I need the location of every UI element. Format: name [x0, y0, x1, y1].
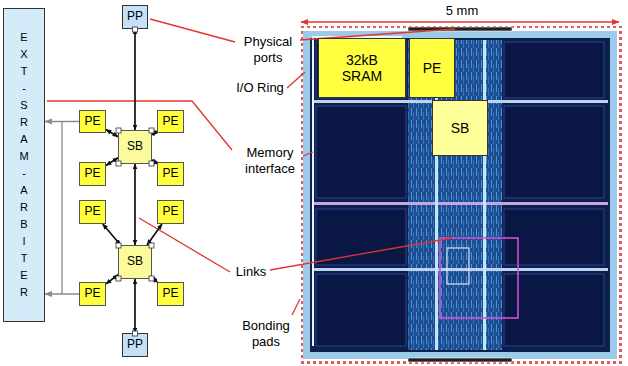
- physical-port: [408, 358, 512, 362]
- box-label: PE: [84, 115, 100, 129]
- router-ports: [116, 27, 154, 336]
- network-link: [134, 29, 136, 130]
- pe-box: PE: [79, 110, 106, 133]
- channel-band: [312, 268, 608, 271]
- switch-block: SB: [432, 100, 488, 156]
- callout-label: Links: [232, 264, 270, 280]
- dimension-arrow: [301, 21, 619, 23]
- switch-core: [447, 248, 469, 284]
- pe-block: PE: [409, 38, 455, 98]
- link-wire: [483, 40, 486, 350]
- arbiter-box: EXT-SRAM-ARBITER: [3, 8, 45, 322]
- pe-box: PE: [157, 110, 184, 133]
- network-link: [134, 164, 136, 245]
- box-label: SB: [127, 255, 143, 269]
- physical-port-box: PP: [122, 5, 148, 29]
- box-label: SB: [451, 120, 470, 136]
- pe-box: PE: [79, 282, 106, 306]
- die: [298, 26, 622, 364]
- pe-box: PE: [157, 200, 184, 224]
- switch-box: SB: [118, 130, 152, 164]
- callout-label: I/O Ring: [232, 80, 288, 96]
- network-link: [106, 275, 118, 284]
- network-link: [106, 158, 118, 166]
- box-label: PE: [162, 205, 178, 219]
- callout-label: Memory interface: [234, 145, 306, 176]
- memory-bus: [61, 121, 63, 294]
- box-label: PE: [423, 60, 442, 76]
- core-area: [310, 38, 610, 352]
- network-link: [103, 224, 121, 245]
- network-link: [147, 224, 162, 245]
- pe-box: PE: [79, 162, 106, 186]
- box-label: PP: [127, 338, 143, 352]
- box-label: PE: [162, 115, 178, 129]
- sram-block: 32kB SRAM: [318, 38, 406, 98]
- box-label: PE: [162, 167, 178, 181]
- dimension-label: 5 mm: [438, 3, 486, 19]
- pe-box: PE: [79, 200, 106, 224]
- callout-label: Bonding pads: [234, 318, 298, 349]
- switch-outline: [440, 238, 518, 318]
- box-label: PP: [127, 10, 143, 24]
- bonding-pads: [298, 26, 622, 364]
- physical-port: [408, 27, 512, 31]
- box-label: SB: [127, 140, 143, 154]
- network-link: [106, 130, 118, 137]
- box-label: PE: [84, 287, 100, 301]
- leader-lines: [47, 19, 455, 315]
- box-label: PE: [162, 287, 178, 301]
- io-ring: [303, 31, 617, 359]
- pe-box: PE: [157, 282, 184, 306]
- vertical-label: EXT-SRAM-ARBITER: [19, 29, 28, 301]
- memory-link: [45, 293, 79, 295]
- pe-box: PE: [157, 162, 184, 186]
- switch-box: SB: [118, 245, 152, 279]
- memory-link: [45, 121, 79, 123]
- box-label: 32kB SRAM: [338, 52, 386, 84]
- network-link: [134, 279, 136, 333]
- physical-port-box: PP: [122, 333, 148, 357]
- box-label: PE: [84, 205, 100, 219]
- callout-label: Physical ports: [236, 34, 300, 65]
- box-label: PE: [84, 167, 100, 181]
- channel-band: [312, 202, 608, 205]
